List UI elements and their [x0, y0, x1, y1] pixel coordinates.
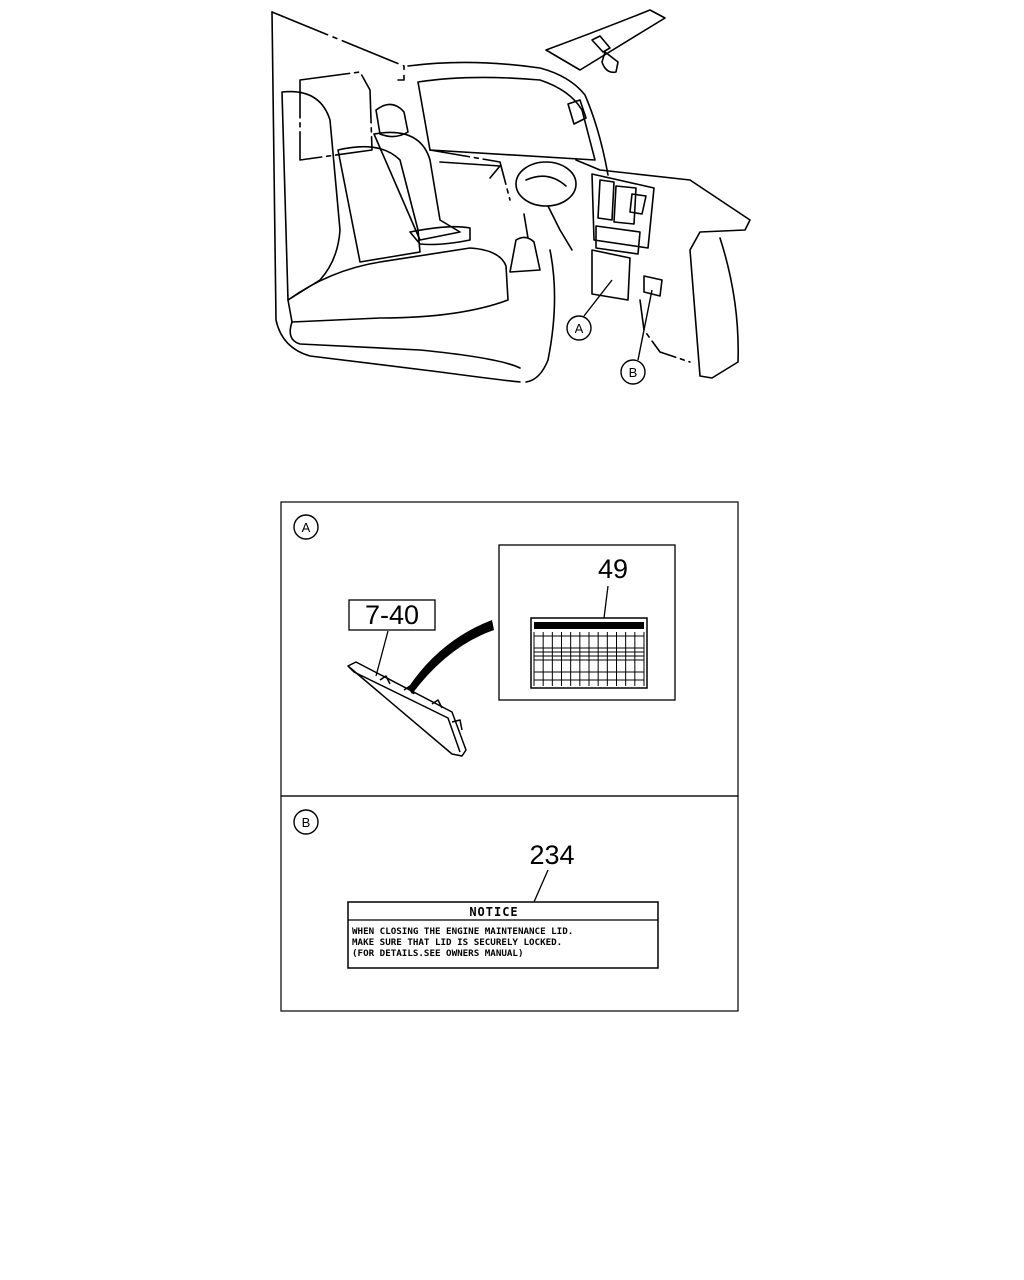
part-ref-box	[348, 599, 436, 631]
cab-interior-illustration	[271, 9, 751, 383]
callout-b-marker[interactable]	[620, 359, 646, 385]
notice-line-3: (FOR DETAILS.SEE OWNERS MANUAL)	[352, 948, 523, 959]
maintenance-lid-illustration	[347, 661, 467, 757]
panel-a-label: A	[302, 520, 311, 535]
part-ref-label: 7-40	[365, 600, 419, 630]
callout-a-marker[interactable]	[566, 315, 592, 341]
detail-panel-a: A 7-40 49	[280, 501, 739, 797]
panel-a-marker	[293, 514, 319, 540]
panel-b-marker	[293, 809, 319, 835]
label-49-graphic	[530, 617, 648, 689]
callout-b-label: B	[629, 365, 638, 380]
part-49-number: 49	[598, 554, 628, 584]
part-234-number: 234	[529, 840, 574, 870]
notice-title: NOTICE	[469, 905, 518, 919]
panel-b-label: B	[302, 815, 311, 830]
callout-a-label: A	[575, 321, 584, 336]
notice-line-2: MAKE SURE THAT LID IS SECURELY LOCKED.	[352, 937, 562, 948]
detail-leader	[408, 620, 494, 694]
notice-line-1: WHEN CLOSING THE ENGINE MAINTENANCE LID.	[352, 926, 573, 937]
notice-label: NOTICE WHEN CLOSING THE ENGINE MAINTENAN…	[347, 901, 659, 969]
detail-panel-b: B 234 NOTICE WHEN CLOSING THE ENGINE MAI…	[280, 795, 739, 1012]
